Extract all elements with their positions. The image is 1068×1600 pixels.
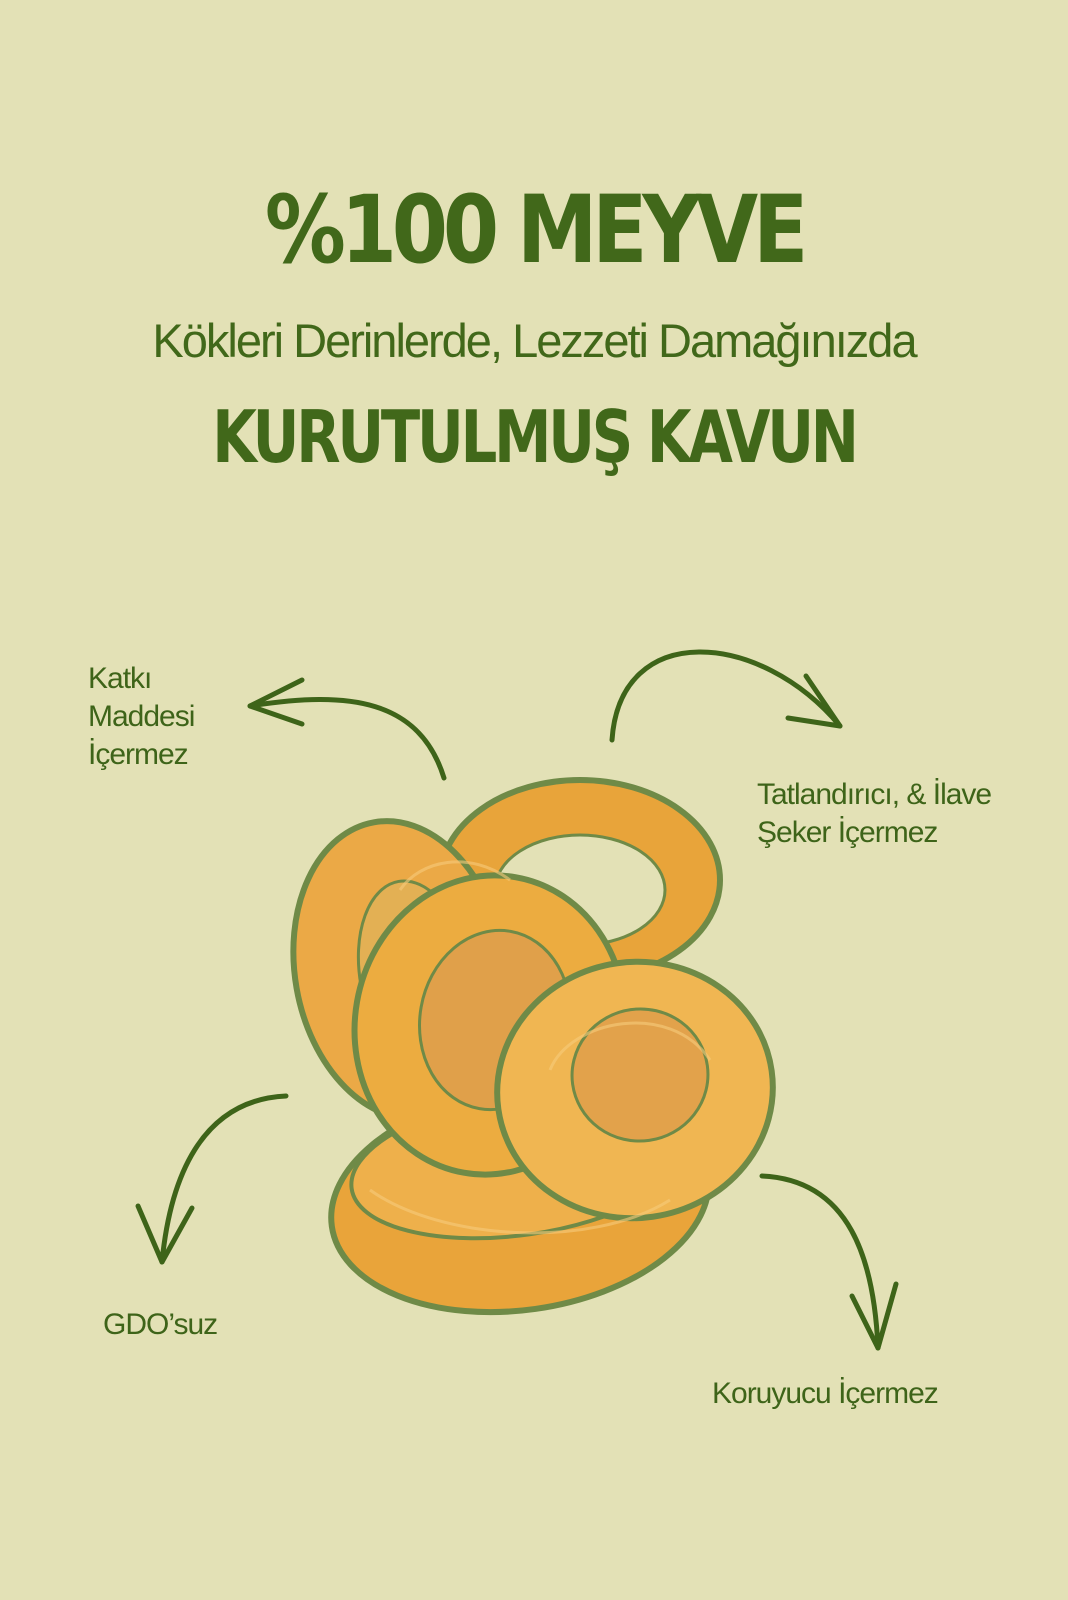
tagline: Kökleri Derinlerde, Lezzeti Damağınızda [152, 314, 917, 367]
dried-melon-image [290, 777, 776, 1316]
arrow-top-right-icon [609, 649, 843, 743]
feature-no-additives: Katkı Maddesi İçermez [88, 660, 195, 774]
feature-no-sweetener: Tatlandırıcı, & İlave Şeker İçermez [757, 776, 992, 852]
arrow-bottom-left-icon [159, 1093, 289, 1265]
arrow-bottom-right-icon [759, 1173, 881, 1351]
feature-no-additives-line1: Katkı [88, 662, 152, 695]
product-name: KURUTULMUŞ KAVUN [212, 395, 859, 479]
feature-no-additives-line2: Maddesi [88, 700, 195, 733]
headline: %100 MEYVE [264, 176, 808, 285]
feature-no-additives-line3: İçermez [88, 738, 189, 771]
arrow-top-left-icon [247, 697, 447, 781]
feature-no-sweetener-line2: Şeker İçermez [757, 816, 938, 849]
feature-gmo-free: GDO’suz [103, 1308, 218, 1341]
feature-no-sweetener-line1: Tatlandırıcı, & İlave [757, 778, 992, 811]
feature-no-preservatives: Koruyucu İçermez [712, 1377, 939, 1410]
